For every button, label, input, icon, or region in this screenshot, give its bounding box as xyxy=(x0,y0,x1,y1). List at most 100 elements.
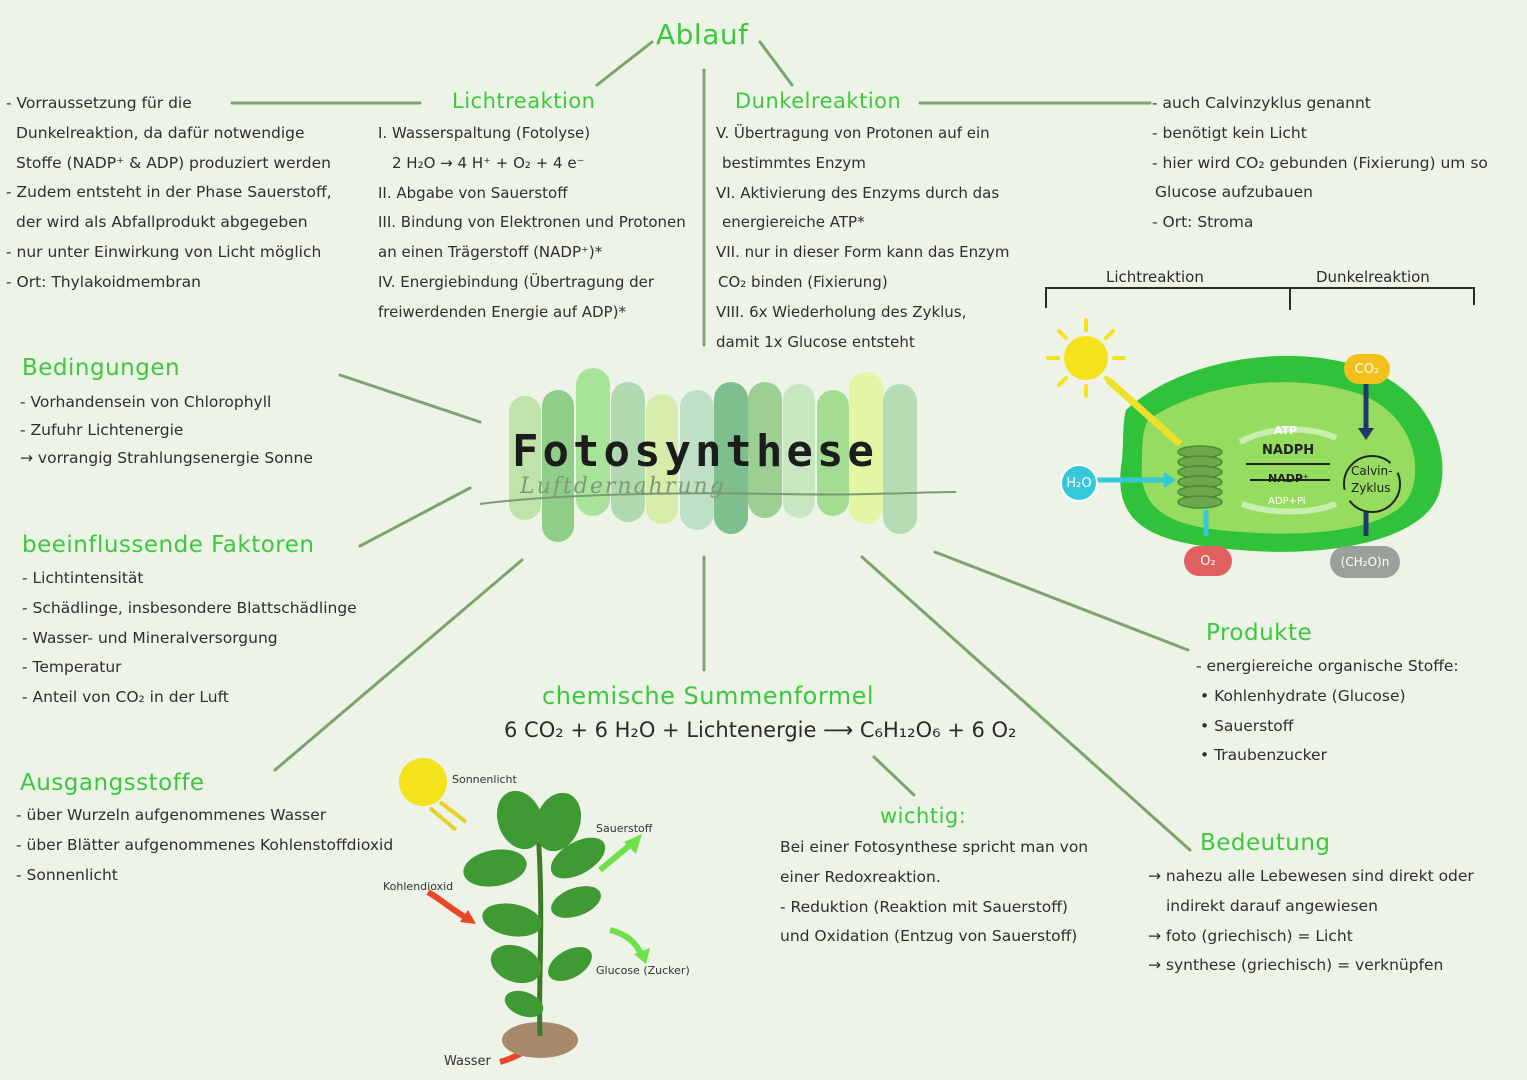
bedingung-item: → vorrangig Strahlungsenergie Sonne xyxy=(20,449,313,467)
light-beam xyxy=(1105,377,1183,447)
licht-step: IV. Energiebindung (Übertragung der xyxy=(378,272,655,291)
bedeutung-item: → foto (griechisch) = Licht xyxy=(1148,926,1353,945)
sun-icon xyxy=(399,758,447,806)
bedingung-item: - Vorhandensein von Chlorophyll xyxy=(20,393,272,411)
h2o-badge: H₂O xyxy=(1060,464,1098,502)
faktoren-list: - Lichtintensität - Schädlinge, insbeson… xyxy=(22,564,357,713)
bedeutung-item: → synthese (griechisch) = verknüpfen xyxy=(1148,956,1444,975)
wichtig-title: wichtig: xyxy=(880,804,967,828)
dunkel-step: VII. nur in dieser Form kann das Enzym xyxy=(716,243,1010,262)
plant-label-sun: Sonnenlicht xyxy=(452,773,517,786)
calvin-cycle-icon xyxy=(1343,455,1401,513)
licht-step: III. Bindung von Elektronen und Protonen xyxy=(378,213,686,232)
ausgangsstoff-item: - Sonnenlicht xyxy=(16,865,118,884)
bedeutung-item: indirekt darauf angewiesen xyxy=(1166,896,1378,915)
formel-equation: 6 CO₂ + 6 H₂O + Lichtenergie ⟶ C₆H₁₂O₆ +… xyxy=(504,718,1017,742)
licht-step: 2 H₂O → 4 H⁺ + O₂ + 4 e⁻ xyxy=(392,153,585,172)
plant-label-water: Wasser xyxy=(444,1054,491,1069)
faktor-item: - Lichtintensität xyxy=(22,569,144,587)
co2-badge: CO₂ xyxy=(1344,354,1390,384)
licht-step: freiwerdenden Energie auf ADP)* xyxy=(378,302,626,321)
chloroplast-label-dunkel: Dunkelreaktion xyxy=(1316,268,1430,286)
dunkel-note: - auch Calvinzyklus genannt xyxy=(1152,94,1371,112)
produkt-item: • Traubenzucker xyxy=(1200,746,1327,765)
plant-illustration xyxy=(399,758,650,1065)
faktor-item: - Wasser- und Mineralversorgung xyxy=(22,628,278,647)
dunkelreaktion-title: Dunkelreaktion xyxy=(735,89,902,113)
licht-step: I. Wasserspaltung (Fotolyse) xyxy=(378,124,591,142)
produkt-item: - energiereiche organische Stoffe: xyxy=(1196,657,1459,675)
faktor-item: - Anteil von CO₂ in der Luft xyxy=(22,688,229,707)
ausgangsstoffe-list: - über Wurzeln aufgenommenes Wasser - üb… xyxy=(16,801,393,890)
licht-note: Stoffe (NADP⁺ & ADP) produziert werden xyxy=(16,153,331,172)
bedeutung-item: → nahezu alle Lebewesen sind direkt oder xyxy=(1148,867,1474,885)
formel-title: chemische Summenformel xyxy=(542,682,875,710)
bedeutung-list: → nahezu alle Lebewesen sind direkt oder… xyxy=(1148,862,1474,981)
subtitle-swash xyxy=(479,491,957,505)
bedingungen-list: - Vorhandensein von Chlorophyll - Zufuhr… xyxy=(20,388,313,472)
sunlight-arrow-icon xyxy=(428,806,458,832)
produkte-title: Produkte xyxy=(1206,620,1313,646)
dunkel-step: V. Übertragung von Protonen auf ein xyxy=(716,124,990,142)
co2-arrow-icon xyxy=(426,889,472,923)
atp-label: ATP xyxy=(1274,424,1298,437)
calvin-label-1: Calvin- xyxy=(1351,464,1393,478)
dunkel-note: Glucose aufzubauen xyxy=(1155,183,1313,202)
licht-notes: - Vorraussetzung für die Dunkelreaktion,… xyxy=(6,89,332,298)
ausgangsstoff-item: - über Wurzeln aufgenommenes Wasser xyxy=(16,806,327,824)
dunkel-step: CO₂ binden (Fixierung) xyxy=(718,272,888,291)
produkt-item: • Sauerstoff xyxy=(1200,716,1294,735)
wichtig-list: Bei einer Fotosynthese spricht man von e… xyxy=(780,833,1088,952)
dunkel-step: VIII. 6x Wiederholung des Zyklus, xyxy=(716,302,967,321)
sun-icon xyxy=(1046,318,1126,398)
dunkel-notes: - auch Calvinzyklus genannt - benötigt k… xyxy=(1152,89,1488,238)
plant-label-co2: Kohlendioxid xyxy=(383,880,454,893)
bedingungen-title: Bedingungen xyxy=(22,355,181,381)
produkte-list: - energiereiche organische Stoffe: • Koh… xyxy=(1196,652,1459,771)
chloroplast-illustration xyxy=(1046,318,1443,552)
o2-badge: O₂ xyxy=(1184,546,1232,576)
dunkel-note: - hier wird CO₂ gebunden (Fixierung) um … xyxy=(1152,153,1488,172)
licht-note: - nur unter Einwirkung von Licht möglich xyxy=(6,242,322,261)
plant-label-glucose: Glucose (Zucker) xyxy=(596,964,690,977)
bedingung-item: - Zufuhr Lichtenergie xyxy=(20,421,184,439)
licht-step: II. Abgabe von Sauerstoff xyxy=(378,183,568,202)
ausgangsstoffe-title: Ausgangsstoffe xyxy=(20,770,205,796)
adp-label: ADP+Pi xyxy=(1268,496,1306,507)
calvin-label-2: Zyklus xyxy=(1351,481,1391,495)
licht-note: der wird als Abfallprodukt abgegeben xyxy=(16,213,308,232)
plant-label-o2: Sauerstoff xyxy=(596,822,653,835)
chloroplast-label-licht: Lichtreaktion xyxy=(1106,268,1204,286)
produkt-item: • Kohlenhydrate (Glucose) xyxy=(1200,686,1406,705)
ausgangsstoff-item: - über Blätter aufgenommenes Kohlenstoff… xyxy=(16,835,394,854)
wichtig-item: Bei einer Fotosynthese spricht man von xyxy=(780,838,1089,856)
nadp-label: NADP⁺ xyxy=(1268,472,1309,485)
licht-note: - Ort: Thylakoidmembran xyxy=(6,272,201,291)
wichtig-item: und Oxidation (Entzug von Sauerstoff) xyxy=(780,927,1078,946)
plant-stem xyxy=(535,829,544,1037)
dunkelreaktion-steps: V. Übertragung von Protonen auf ein best… xyxy=(716,119,1010,357)
main-title: Fotosynthese xyxy=(512,426,878,477)
ablauf-title: Ablauf xyxy=(656,18,749,51)
licht-note: Dunkelreaktion, da dafür notwendige xyxy=(16,123,305,142)
faktor-item: - Schädlinge, insbesondere Blattschädlin… xyxy=(22,598,357,617)
dunkel-note: - Ort: Stroma xyxy=(1152,213,1254,232)
dunkel-note: - benötigt kein Licht xyxy=(1152,123,1307,142)
wichtig-item: einer Redoxreaktion. xyxy=(780,867,941,886)
dunkel-step: VI. Aktivierung des Enzyms durch das xyxy=(716,183,1000,202)
dunkel-step: bestimmtes Enzym xyxy=(722,153,866,172)
thylakoid-stack xyxy=(1177,445,1223,509)
dunkel-step: energiereiche ATP* xyxy=(722,213,865,232)
faktoren-title: beeinflussende Faktoren xyxy=(22,532,315,558)
lichtreaktion-title: Lichtreaktion xyxy=(452,89,596,113)
ch2o-badge: (CH₂O)n xyxy=(1330,546,1400,578)
glucose-arrow-icon xyxy=(609,927,645,958)
licht-note: - Zudem entsteht in der Phase Sauerstoff… xyxy=(6,183,332,202)
faktor-item: - Temperatur xyxy=(22,658,122,677)
licht-step: an einen Trägerstoff (NADP⁺)* xyxy=(378,243,603,262)
bedeutung-title: Bedeutung xyxy=(1200,830,1331,856)
soil-mound xyxy=(502,1022,578,1058)
licht-note: - Vorraussetzung für die xyxy=(6,94,192,112)
lichtreaktion-steps: I. Wasserspaltung (Fotolyse) 2 H₂O → 4 H… xyxy=(378,119,686,328)
